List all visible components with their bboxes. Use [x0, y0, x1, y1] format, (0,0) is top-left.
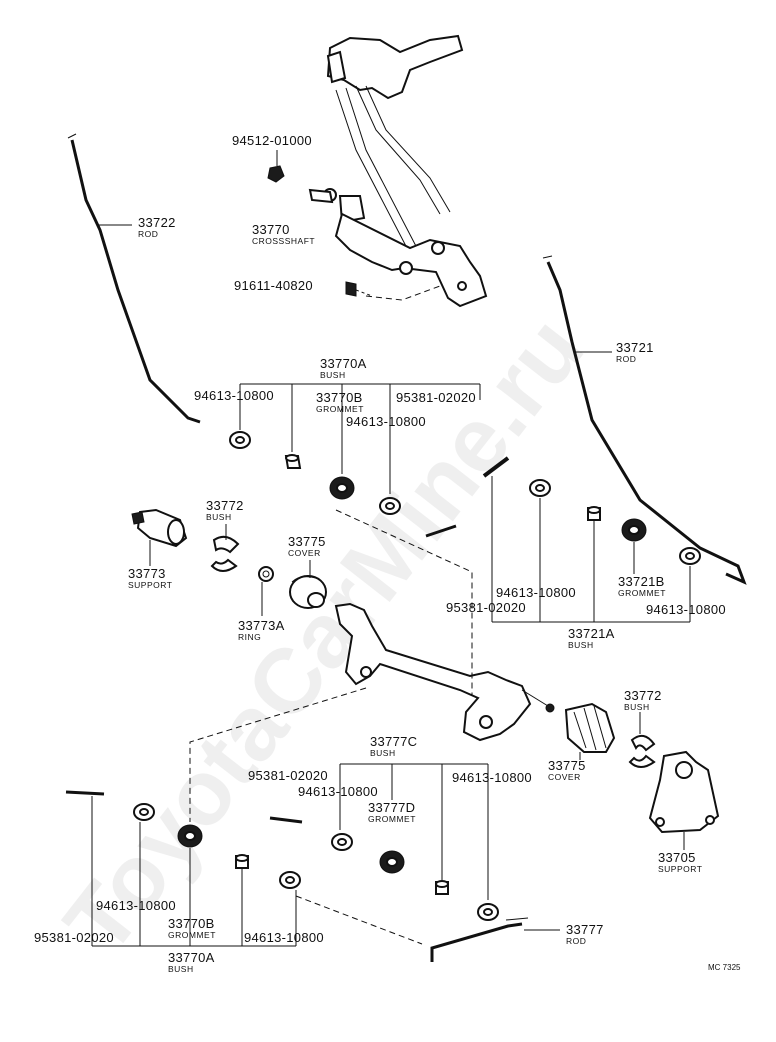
bush-33772-left — [210, 535, 240, 572]
leader-lines — [91, 351, 691, 947]
grommet-33721B — [621, 518, 647, 542]
label-33721B-sub: GROMMET — [618, 588, 666, 598]
pin-95381-bottom-left — [65, 790, 105, 796]
cover-33775-bottom — [564, 702, 616, 753]
label-33773A: 33773A — [238, 618, 285, 633]
label-33770A-top: 33770A — [320, 356, 367, 371]
label-33775-top: 33775 — [288, 534, 326, 549]
label-33770B-top-sub: GROMMET — [316, 404, 364, 414]
washer-94613-bottom-c — [279, 871, 301, 889]
washer-94613-top-mid — [379, 497, 401, 515]
grommet-33770B-bottom — [177, 824, 203, 848]
label-33722-sub: ROD — [138, 229, 158, 239]
bolt-91611 — [345, 281, 373, 297]
grommet-33777D — [379, 850, 405, 874]
drawing-code: MC 7325 — [708, 963, 741, 972]
label-33721B: 33721B — [618, 574, 665, 589]
label-33777C-sub: BUSH — [370, 748, 396, 758]
support-33705 — [648, 750, 720, 834]
label-33770-sub: CROSSSHAFT — [252, 236, 315, 246]
label-33770: 33770 — [252, 222, 290, 237]
label-33770A-top-sub: BUSH — [320, 370, 346, 380]
label-33721A: 33721A — [568, 626, 615, 641]
label-94613-e: 94613-10800 — [298, 784, 378, 799]
label-94613-a: 94613-10800 — [194, 388, 274, 403]
label-33770B-bottom: 33770B — [168, 916, 215, 931]
label-33722: 33722 — [138, 215, 176, 230]
support-33773 — [131, 508, 188, 548]
label-94613-g: 94613-10800 — [96, 898, 176, 913]
label-33770B-top: 33770B — [316, 390, 363, 405]
label-33772-right-sub: BUSH — [624, 702, 650, 712]
label-33770B-bottom-sub: GROMMET — [168, 930, 216, 940]
label-95381-b: 95381-02020 — [446, 600, 526, 615]
dashed-connector — [335, 509, 473, 696]
label-33705-sub: SUPPORT — [658, 864, 702, 874]
label-95381-a: 95381-02020 — [396, 390, 476, 405]
ring-33773A — [258, 566, 274, 582]
bush-33777C — [435, 880, 449, 895]
crossshaft-main — [334, 602, 555, 742]
label-94512-01000: 94512-01000 — [232, 133, 312, 148]
dashed-connector — [365, 285, 441, 301]
label-95381-d: 95381-02020 — [34, 930, 114, 945]
dashed-connector — [189, 687, 367, 822]
rod-33777 — [430, 917, 529, 962]
label-33705: 33705 — [658, 850, 696, 865]
label-33772-left: 33772 — [206, 498, 244, 513]
label-33770A-bottom: 33770A — [168, 950, 215, 965]
washer-94613-bottom-b — [331, 833, 353, 851]
cover-33775-top — [289, 575, 327, 609]
label-33775-bottom-sub: COVER — [548, 772, 581, 782]
label-94613-f: 94613-10800 — [452, 770, 532, 785]
label-33773-sub: SUPPORT — [128, 580, 172, 590]
label-33777: 33777 — [566, 922, 604, 937]
pin-95381-top — [425, 456, 510, 538]
label-91611-40820: 91611-40820 — [234, 278, 313, 293]
washer-94613-right-a — [529, 479, 551, 497]
washer-94613-bottom-a — [133, 803, 155, 821]
label-33777C: 33777C — [370, 734, 417, 749]
washer-94613-top-left — [229, 431, 251, 449]
label-33721A-sub: BUSH — [568, 640, 594, 650]
label-94613-d: 94613-10800 — [646, 602, 726, 617]
washer-94613-right-b — [679, 547, 701, 565]
pin-95381-bottom-mid — [269, 816, 303, 824]
label-33777D: 33777D — [368, 800, 415, 815]
label-33775-top-sub: COVER — [288, 548, 321, 558]
dashed-connector — [295, 895, 423, 945]
label-33721-sub: ROD — [616, 354, 636, 364]
washer-94613-bottom-d — [477, 903, 499, 921]
rod-33722 — [67, 133, 201, 424]
label-33773A-sub: RING — [238, 632, 261, 642]
label-33777-sub: ROD — [566, 936, 586, 946]
label-33772-left-sub: BUSH — [206, 512, 232, 522]
label-95381-c: 95381-02020 — [248, 768, 328, 783]
label-94613-h: 94613-10800 — [244, 930, 324, 945]
label-94613-c: 94613-10800 — [496, 585, 576, 600]
label-33721: 33721 — [616, 340, 654, 355]
grommet-33770B-top — [329, 476, 355, 500]
label-33772-right: 33772 — [624, 688, 662, 703]
label-94613-b: 94613-10800 — [346, 414, 426, 429]
label-33770A-bottom-sub: BUSH — [168, 964, 194, 974]
label-33773: 33773 — [128, 566, 166, 581]
bush-33770A-bottom — [235, 854, 249, 869]
bush-33721A — [587, 506, 601, 521]
nut-94512 — [267, 150, 285, 183]
label-33777D-sub: GROMMET — [368, 814, 416, 824]
top-mount-assembly — [308, 34, 488, 308]
bush-33770A-top — [284, 454, 302, 469]
part-labels: 94512-01000 33722 ROD 33770 CROSSSHAFT 9… — [34, 133, 741, 974]
bush-33772-right — [628, 734, 656, 768]
label-33775-bottom: 33775 — [548, 758, 586, 773]
